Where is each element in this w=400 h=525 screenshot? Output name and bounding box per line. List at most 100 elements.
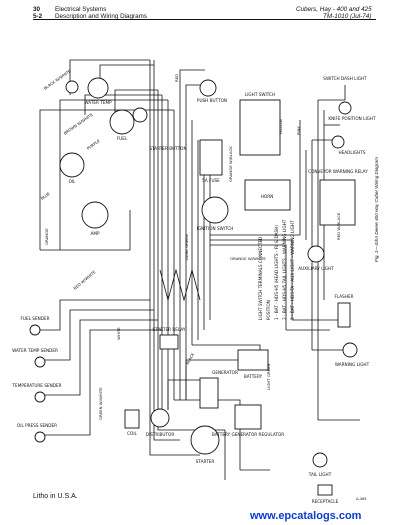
label-oil-press-sender: OIL PRESS SENDER [17, 423, 57, 428]
page-number: 30 [33, 6, 41, 13]
label-amp-gauge: AMP [90, 231, 99, 236]
starter-relay-symbol [159, 334, 179, 350]
auxiliary-light-symbol [307, 245, 325, 263]
label-conveyor-warning-relay: CONVEYOR WARNING RELAY [308, 169, 368, 174]
component-labels: WATER TEMP FUEL PUSH BUTTON OIL AMP STAR… [12, 76, 377, 504]
wire-right-9 [318, 85, 346, 101]
regulator-symbol [234, 404, 262, 430]
harness-connector [159, 268, 201, 302]
starter-button-symbol [132, 107, 148, 123]
wire-label-brown-white: BROWN W/WHITE [63, 112, 94, 136]
wire-label-dark-green: DARK GREEN [184, 234, 189, 260]
light-switch-table-title: LIGHT SWITCH TERMINALS CONNECTED [258, 237, 263, 320]
receptacle-symbol [317, 484, 333, 496]
water-temp-sender-symbol [34, 356, 46, 368]
flasher-symbol [337, 302, 351, 328]
label-ignition-switch: IGNITION SWITCH [197, 226, 234, 231]
wire-label-pink: PINK [296, 126, 301, 135]
temperature-sender-symbol [34, 391, 46, 403]
distributor-symbol [150, 408, 170, 428]
section-title: Electrical Systems [55, 6, 107, 13]
wire-label-red-white: RED W/WHITE [72, 269, 97, 291]
push-button-symbol [199, 79, 217, 97]
fuel-gauge-symbol [109, 109, 135, 135]
component-symbols [29, 77, 358, 496]
wire-sender-3 [45, 319, 158, 396]
light-switch-table: LIGHT SWITCH TERMINALS CONNECTED POSITIO… [258, 219, 295, 320]
wire-label-orange-black: ORANGE W/BLACK [228, 146, 233, 182]
horn-symbol [244, 179, 291, 211]
section-subtitle: Description and Wiring Diagrams [55, 13, 148, 20]
fuel-sender-symbol [29, 324, 41, 336]
ignition-switch-symbol [201, 196, 229, 224]
label-water-temp-gauge: WATER TEMP [84, 100, 112, 105]
wire-label-purple: PURPLE [86, 138, 101, 151]
watermark: www.epcatalogs.com [250, 510, 362, 522]
tail-light-symbol [312, 452, 328, 468]
label-receptacle: RECEPTACLE [312, 499, 339, 504]
wire-label-red: RED [174, 74, 179, 82]
label-water-temp-sender: WATER TEMP SENDER [12, 348, 58, 353]
product-title-text: Cubers, Hay - 400 and 425 [296, 6, 372, 13]
product-title: Cubers, Hay - 400 and 425 [296, 6, 372, 13]
battery-symbol [237, 349, 269, 371]
label-starter-button: STARTER BUTTON [149, 146, 186, 151]
amp-gauge-symbol [81, 201, 109, 229]
wire-gauge-7 [179, 69, 205, 100]
manual-date: (Jul-74) [349, 13, 372, 20]
wire-labels: BLACK W/WHITE PURPLE BROWN W/WHITE RED O… [40, 68, 341, 420]
label-battery: BATTERY [244, 374, 263, 379]
label-headlights: HEADLIGHTS [338, 150, 365, 155]
light-switch-symbol [239, 99, 281, 156]
label-fuel-sender: FUEL SENDER [21, 316, 50, 321]
wire-right-2 [210, 239, 293, 320]
warning-light-symbol [342, 342, 358, 358]
label-starter: STARTER [196, 459, 215, 464]
light-switch-table-position: POSITION [266, 300, 271, 320]
wire-start-5 [174, 399, 241, 470]
wire-gauge-2 [99, 64, 154, 80]
wire-start-6 [185, 359, 250, 400]
light-switch-table-row-3: 3 - BAT - HD5-TA - AUX LIGHT - WARNING L… [290, 220, 295, 320]
light-switch-table-row-1: 1 - BAT - HDS-H5 (HEAD LIGHTS - FL & DAS… [274, 225, 279, 320]
wire-start-1 [149, 420, 200, 456]
generator-symbol [199, 377, 219, 409]
label-push-button: PUSH BUTTON [197, 98, 227, 103]
knife-light-symbol [338, 101, 352, 115]
wire-gauge-6 [39, 109, 174, 250]
coil-symbol [124, 409, 140, 429]
fuse-symbol [199, 139, 223, 176]
section-number: 5-2 [33, 13, 43, 20]
wire-start-2 [153, 420, 180, 441]
wire-label-orange-white: ORANGE W/WHITE [230, 256, 266, 261]
label-tail-light: TAIL LIGHT [308, 472, 332, 477]
label-fuse: 5A FUSE [202, 178, 220, 183]
wire-gauge-4 [84, 94, 162, 115]
oil-press-sender-symbol [34, 431, 46, 443]
wire-label-white: WHITE [116, 327, 121, 340]
label-distributor: DISTRIBUTOR [146, 432, 175, 437]
wire-sender-1 [40, 299, 150, 331]
label-generator: GENERATOR [212, 370, 238, 375]
wire-gauge-9 [40, 210, 131, 251]
wire-right-3 [210, 244, 287, 330]
label-auxiliary-light: AUXILIARY LIGHT [298, 266, 334, 271]
conveyor-relay-symbol [319, 179, 356, 226]
wire-label-red-black: RED W/BLACK [336, 212, 341, 240]
wire-sender-2 [45, 309, 154, 361]
wire-gauge-8 [185, 84, 200, 110]
wire-label-orange: ORANGE [44, 228, 49, 245]
wire-bundle [39, 59, 360, 480]
figure-caption: Fig. 1—John Deere 400 Hay Cuber Wiring D… [374, 157, 379, 262]
label-knife-position-light: KNIFE POSITION LIGHT [328, 116, 376, 121]
wire-start-4 [167, 379, 205, 410]
wire-label-light-green: LIGHT GREEN [266, 363, 271, 390]
dash-light-symbol [65, 80, 79, 94]
label-light-switch: LIGHT SWITCH [245, 92, 275, 97]
manual-number: TM-1010 [323, 13, 349, 20]
wire-label-blue: BLUE [40, 191, 51, 201]
wire-sender-4 [45, 329, 162, 436]
headlights-symbol [331, 135, 345, 149]
manual-id: TM-1010 (Jul-74) [323, 13, 371, 20]
